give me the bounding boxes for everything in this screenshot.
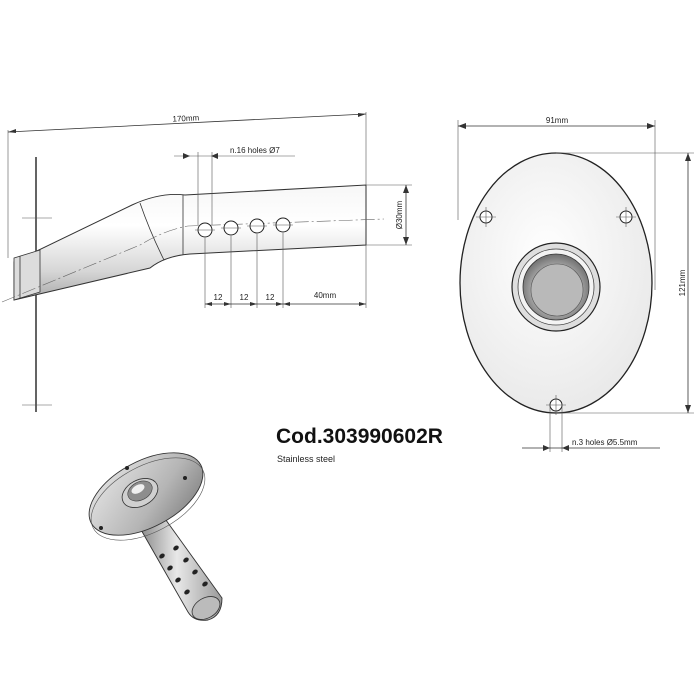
- tube-centerline: [1, 218, 385, 303]
- length-label: 170mm: [172, 113, 199, 123]
- outlet-bore-core: [530, 263, 584, 317]
- dimension-width: 91mm: [457, 116, 656, 290]
- holes-label: n.16 holes Ø7: [230, 146, 280, 155]
- dimension-170: 170mm: [7, 112, 367, 258]
- diameter-label: Ø30mm: [395, 200, 404, 229]
- product-code: Cod.303990602R: [276, 425, 443, 448]
- iso-tube: [139, 515, 223, 621]
- mount-holes-leader: n.3 holes Ø5.5mm: [522, 405, 660, 452]
- mount-hole-right: [616, 207, 636, 227]
- dimension-spacing: 12 12 12 40mm: [204, 233, 367, 308]
- bend-joint-line: [139, 202, 165, 261]
- height-label: 121mm: [678, 269, 687, 296]
- perforation-holes: [195, 217, 293, 238]
- iso-tube-end: [191, 596, 221, 620]
- product-material: Stainless steel: [277, 454, 336, 464]
- width-label: 91mm: [546, 116, 569, 125]
- mount-hole-left: [476, 207, 496, 227]
- spacing-label-3: 12: [266, 293, 275, 302]
- isometric-view: [88, 452, 223, 621]
- iso-flange-edge: [90, 457, 206, 541]
- end-length-label: 40mm: [314, 291, 337, 300]
- dimension-diameter: Ø30mm: [366, 184, 412, 246]
- holes-leader: n.16 holes Ø7: [174, 146, 295, 225]
- tube-body: [13, 184, 367, 301]
- spacing-label-2: 12: [240, 293, 249, 302]
- spacing-label-1: 12: [214, 293, 223, 302]
- iso-holes: [159, 545, 208, 595]
- front-view: 91mm 121mm n.3 holes Ø5.5mm: [457, 116, 694, 452]
- dimension-height: 121mm: [556, 152, 694, 414]
- mount-holes-label: n.3 holes Ø5.5mm: [572, 438, 638, 447]
- tube-inlet-ring: [13, 249, 41, 301]
- side-view: 170mm n.16 holes Ø7 Ø30mm: [1, 112, 412, 412]
